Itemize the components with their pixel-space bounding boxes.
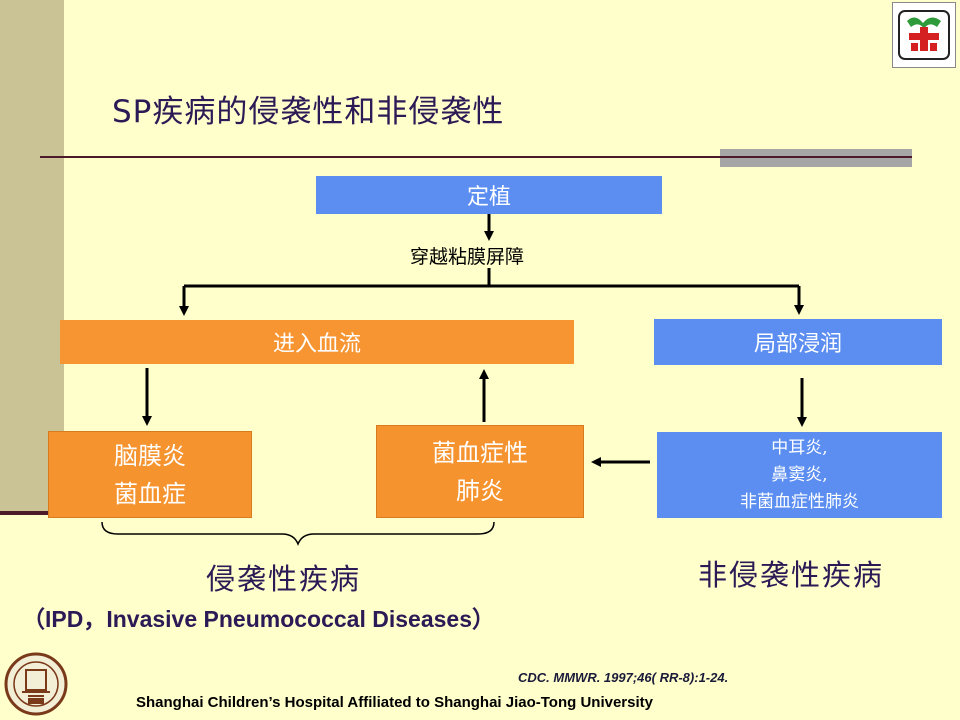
footer-institution: Shanghai Children’s Hospital Affiliated … (136, 694, 653, 711)
title-divider-accent (720, 149, 912, 167)
node-colonize: 定植 (316, 176, 662, 214)
node-bloodstream: 进入血流 (60, 320, 574, 364)
label-cross-barrier: 穿越粘膜屏障 (410, 246, 525, 268)
node-local-infiltration: 局部浸润 (654, 319, 942, 365)
node-bacteremic-pneumonia: 菌血症性 肺炎 (376, 425, 584, 518)
citation: CDC. MMWR. 1997;46( RR-8):1-24. (518, 670, 729, 685)
left-decor-line (0, 511, 64, 515)
left-decor-bar (0, 0, 64, 515)
node-bacteremic-line2: 肺炎 (456, 476, 504, 505)
university-seal-icon (4, 652, 68, 716)
hospital-logo-icon (892, 2, 956, 68)
noninvasive-item: 非菌血症性肺炎 (740, 491, 859, 512)
noninvasive-item: 鼻窦炎, (771, 464, 828, 485)
invasive-brace (101, 521, 495, 547)
node-bacteremic-line1: 菌血症性 (432, 438, 528, 467)
node-noninvasive-conditions: 中耳炎, 鼻窦炎, 非菌血症性肺炎 (657, 432, 942, 518)
node-meningitis-line2: 菌血症 (114, 479, 186, 508)
label-ipd: （IPD，Invasive Pneumococcal Diseases） (22, 606, 495, 632)
page-title: SP疾病的侵袭性和非侵袭性 (112, 94, 505, 130)
label-noninvasive-disease: 非侵袭性疾病 (698, 558, 885, 592)
noninvasive-item: 中耳炎, (771, 437, 828, 458)
title-divider (40, 156, 912, 158)
label-invasive-disease: 侵袭性疾病 (206, 562, 362, 596)
node-meningitis-line1: 脑膜炎 (114, 441, 186, 470)
node-meningitis: 脑膜炎 菌血症 (48, 431, 252, 518)
